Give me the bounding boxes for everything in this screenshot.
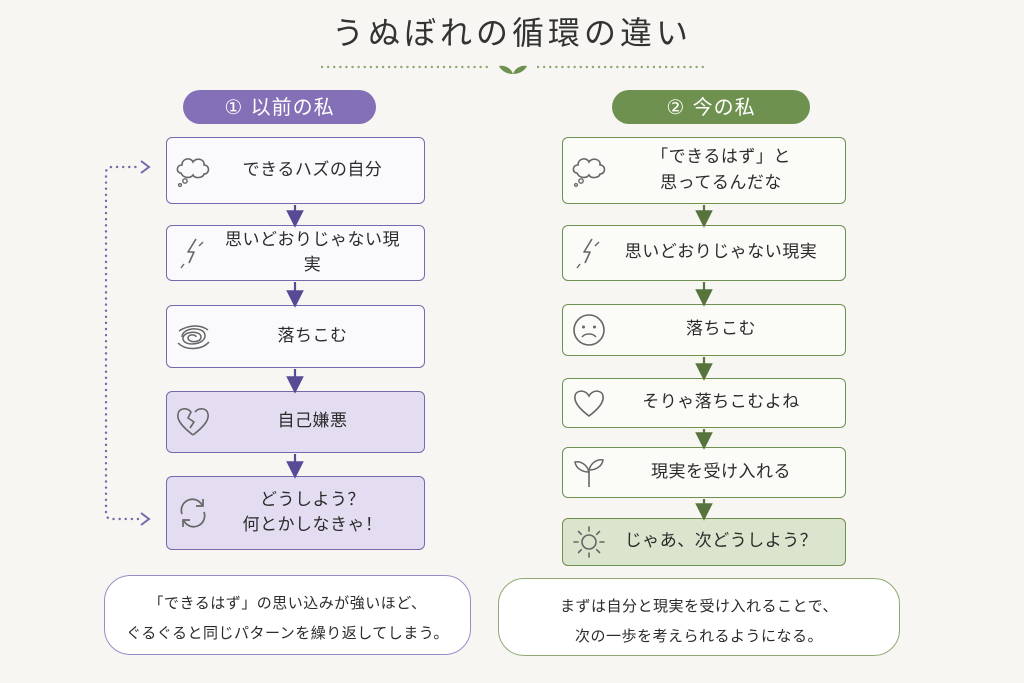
lightning-icon: [563, 226, 615, 280]
right-step-5-label: 現実を受け入れる: [651, 461, 791, 482]
loop-arrowhead-bottom: [140, 512, 151, 526]
sad-face-icon: [563, 305, 615, 355]
right-step-4: そりゃ落ちこむよね: [562, 378, 846, 428]
scribble-icon: [167, 306, 219, 367]
left-step-3: 落ちこむ: [166, 305, 425, 368]
left-step-5: どうしよう？ 何とかしなきゃ！: [166, 476, 425, 550]
cycle-arrows-icon: [167, 477, 219, 549]
lightning-icon: [167, 226, 219, 280]
sprout-icon: [563, 448, 615, 497]
left-step-1: できるハズの自分: [166, 137, 425, 204]
right-step-2: 思いどおりじゃない現実: [562, 225, 846, 281]
thought-cloud-icon: [167, 138, 219, 203]
page-title: うぬぼれの循環の違い: [331, 14, 692, 52]
thought-cloud-icon: [563, 138, 615, 203]
left-step-4-label: 自己嫌悪: [277, 411, 348, 432]
leaf-icon: [499, 65, 527, 74]
broken-heart-icon: [167, 392, 219, 452]
right-step-6: じゃあ、次どうしよう？: [562, 518, 846, 566]
right-step-1: 「できるはず」と 思ってるんだな: [562, 137, 846, 204]
left-column-header: ① 以前の私: [183, 90, 376, 124]
right-step-5: 現実を受け入れる: [562, 447, 846, 498]
left-step-5-label: どうしよう？ 何とかしなきゃ！: [242, 489, 383, 536]
left-step-1-label: できるハズの自分: [242, 159, 383, 180]
right-step-4-label: そりゃ落ちこむよね: [642, 392, 800, 413]
sun-icon: [563, 519, 615, 565]
loop-back-connector: [104, 165, 140, 521]
left-step-2: 思いどおりじゃない現実: [166, 225, 425, 281]
right-column-header: ② 今の私: [612, 90, 810, 124]
left-summary-note: 「できるはず」の思い込みが強いほど、 ぐるぐると同じパターンを繰り返してしまう。: [104, 575, 471, 655]
right-step-6-label: じゃあ、次どうしよう？: [624, 531, 818, 552]
right-step-1-label: 「できるはず」と 思ってるんだな: [651, 147, 791, 193]
left-step-3-label: 落ちこむ: [277, 325, 348, 346]
loop-arrowhead-top: [140, 160, 151, 174]
right-step-3: 落ちこむ: [562, 304, 846, 356]
title-divider: [320, 65, 706, 74]
left-step-2-label: 思いどおりじゃない現実: [225, 229, 400, 276]
heart-icon: [563, 379, 615, 427]
right-step-3-label: 落ちこむ: [686, 319, 756, 340]
right-step-2-label: 思いどおりじゃない現実: [624, 242, 818, 263]
right-summary-note: まずは自分と現実を受け入れることで、 次の一歩を考えられるようになる。: [498, 578, 900, 656]
